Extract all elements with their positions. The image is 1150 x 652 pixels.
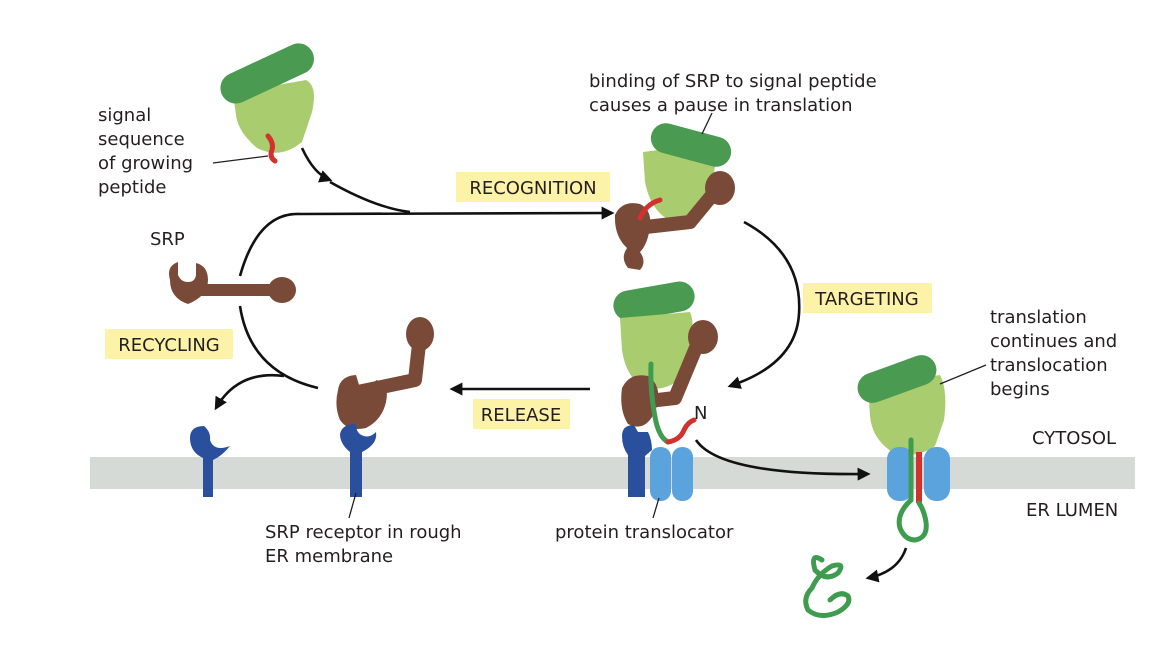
signal-peptide xyxy=(265,133,278,164)
label-er-lumen: ER LUMEN xyxy=(1026,500,1118,521)
srp-head xyxy=(268,277,296,303)
srp-free xyxy=(169,262,296,304)
ribosome-small-subunit xyxy=(233,80,314,153)
polypeptide xyxy=(648,361,671,445)
folded-protein xyxy=(803,555,852,618)
label-signal-1: signal xyxy=(98,105,151,126)
signal-peptide xyxy=(665,417,697,445)
ribosome-translocating xyxy=(857,355,950,543)
srp-head xyxy=(688,320,718,354)
ribosome-large-subunit xyxy=(220,43,314,104)
step-recognition: RECOGNITION xyxy=(469,178,596,199)
srp-foot xyxy=(336,375,387,429)
label-receptor-1: SRP receptor in rough xyxy=(265,522,462,543)
translocator-left xyxy=(887,447,913,501)
srp-receptor-free xyxy=(190,426,230,497)
label-translation-1: translation xyxy=(990,307,1087,328)
arrow-ribosome-in xyxy=(300,147,333,183)
receptor xyxy=(622,425,652,497)
arrow-recycling-up xyxy=(238,305,319,390)
polypeptide xyxy=(896,437,929,543)
arrow-merge xyxy=(329,180,411,214)
signal-leader-line xyxy=(212,155,269,164)
step-release: RELEASE xyxy=(481,405,561,426)
arrow-recycling-down xyxy=(214,373,285,411)
label-translocator: protein translocator xyxy=(555,522,734,543)
ribosome-signal-sequence xyxy=(220,43,314,164)
step-targeting: TARGETING xyxy=(814,289,918,310)
srp-head xyxy=(406,317,434,351)
translocator-left xyxy=(650,447,671,501)
receptor-leader-line xyxy=(348,492,357,519)
arrow-targeting xyxy=(727,220,801,389)
ribosome-large-subunit xyxy=(613,281,695,321)
srp-receptor-bound xyxy=(336,317,434,497)
label-signal-2: sequence xyxy=(98,129,185,150)
arrow-recognition xyxy=(238,206,615,277)
arrow-translocation xyxy=(694,439,871,481)
label-n-terminus: N xyxy=(694,403,707,424)
srp-stalk xyxy=(636,183,724,235)
ribosome-large-subunit xyxy=(857,355,937,403)
er-membrane xyxy=(90,457,1135,489)
ribosome-srp-targeted xyxy=(613,281,718,501)
receptor xyxy=(340,424,377,497)
label-translation-3: translocation xyxy=(990,355,1108,376)
label-signal-4: peptide xyxy=(98,177,166,198)
label-srp: SRP xyxy=(150,229,185,250)
translocator-right xyxy=(924,447,950,501)
step-release-bg xyxy=(473,399,570,429)
srp-body xyxy=(169,262,208,304)
label-translation-4: begins xyxy=(990,379,1050,400)
translocator-leader-line xyxy=(652,497,660,519)
label-binding-2: causes a pause in translation xyxy=(589,95,853,116)
translocator-right xyxy=(672,447,693,501)
step-targeting-bg xyxy=(803,283,932,313)
signal-peptide xyxy=(637,197,663,221)
ribosome-srp-paused xyxy=(614,123,735,270)
label-cytosol: CYTOSOL xyxy=(1032,428,1116,449)
step-recycling: RECYCLING xyxy=(118,335,219,356)
arrow-folding xyxy=(865,547,908,583)
translation-leader-line xyxy=(939,364,987,385)
srp-head xyxy=(705,171,735,205)
binding-leader-line xyxy=(701,112,713,135)
step-recognition-bg xyxy=(456,172,610,202)
step-recycling-bg xyxy=(105,329,233,359)
label-receptor-2: ER membrane xyxy=(265,546,393,567)
label-binding-1: binding of SRP to signal peptide xyxy=(589,71,877,92)
ribosome-small-subunit xyxy=(620,312,693,389)
label-signal-3: of growing xyxy=(98,153,193,174)
ribosome-large-subunit xyxy=(650,123,732,167)
label-translation-2: continues and xyxy=(990,331,1117,352)
